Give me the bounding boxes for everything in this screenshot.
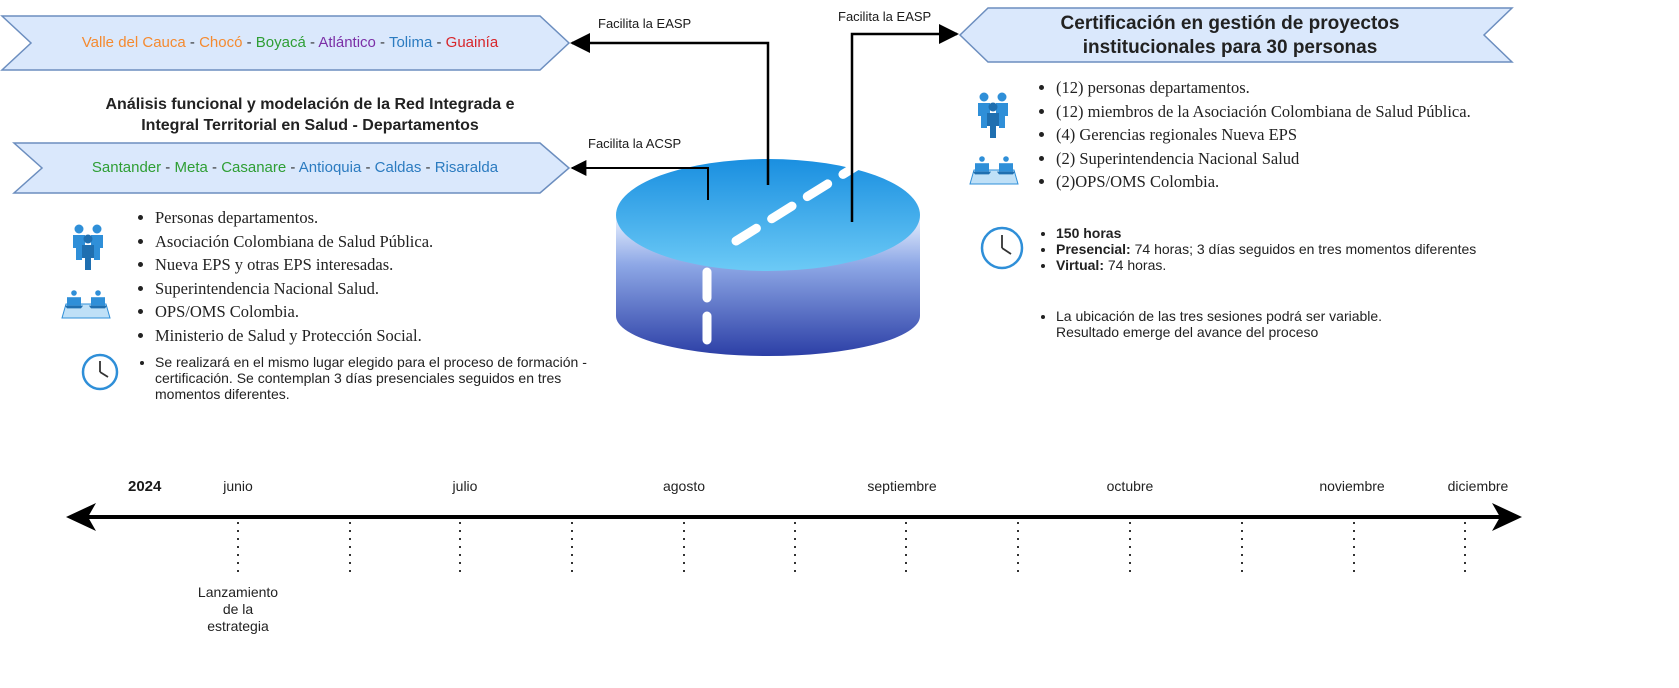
left-heading-line2: Integral Territorial en Salud - Departam… <box>141 117 479 134</box>
banner-region-label: - <box>421 159 435 176</box>
banner-region-label: Chocó <box>199 34 243 51</box>
cylinder-database-icon <box>616 159 920 356</box>
list-item: Personas departamentos. <box>155 206 433 230</box>
virtual-label: Virtual: <box>1056 257 1104 273</box>
left-banner-bottom-label: Santander - Meta - Casanare - Antioquia … <box>40 159 550 176</box>
presencial-text: 74 horas; 3 días seguidos en tres moment… <box>1130 241 1477 257</box>
left-banner-top-shape <box>0 15 571 71</box>
right-note-line2: Resultado emerge del avance del proceso <box>1056 324 1319 340</box>
list-item: Asociación Colombiana de Salud Pública. <box>155 230 433 254</box>
banner-region-label: Boyacá <box>255 34 306 51</box>
list-item: La ubicación de las tres sesiones podrá … <box>1056 308 1576 340</box>
right-participants-list: (12) personas departamentos. (12) miembr… <box>1034 76 1471 194</box>
list-item: Nueva EPS y otras EPS interesadas. <box>155 253 433 277</box>
milestone-line2: de la <box>222 601 254 617</box>
list-item: Superintendencia Nacional Salud. <box>155 277 433 301</box>
right-banner-line2: institucionales para 30 personas <box>1082 37 1378 58</box>
arrow-acsp <box>570 160 709 200</box>
banner-region-label: Meta <box>174 159 208 176</box>
right-banner-line1: Certificación en gestión de proyectos <box>1060 13 1400 34</box>
left-banner-bottom-shape <box>12 142 571 194</box>
milestone-line1: Lanzamiento <box>197 584 279 600</box>
banner-region-label: Casanare <box>221 159 287 176</box>
timeline-year: 2024 <box>128 478 162 495</box>
right-hours-list: 150 horas Presencial: 74 horas; 3 días s… <box>1034 225 1656 273</box>
banner-region-label: Risaralda <box>434 159 499 176</box>
timeline-ticks <box>237 522 1466 578</box>
banner-region-label: - <box>207 159 222 176</box>
list-item: OPS/OMS Colombia. <box>155 300 433 324</box>
banner-region-label: - <box>375 34 389 51</box>
banner-region-label: Valle del Cauca <box>81 34 186 51</box>
list-item: (2) Superintendencia Nacional Salud <box>1056 147 1471 171</box>
banner-region-label: - <box>432 34 446 51</box>
month-noviembre: noviembre <box>1319 478 1385 494</box>
banner-region-label: - <box>361 159 375 176</box>
banner-region-label: Caldas <box>374 159 422 176</box>
banner-region-label: - <box>242 34 256 51</box>
left-heading-line1: Análisis funcional y modelación de la Re… <box>105 96 515 113</box>
banner-region-label: - <box>161 159 175 176</box>
people-group-icon <box>978 92 1008 138</box>
milestone-line3: estrategia <box>207 618 269 634</box>
label-facilita-easp-right: Facilita la EASP <box>838 9 932 24</box>
arrow-easp-right <box>850 24 959 222</box>
banner-region-label: Santander <box>91 159 162 176</box>
banner-region-label: - <box>286 159 299 176</box>
banner-region-label: Atlántico <box>318 34 376 51</box>
month-septiembre: septiembre <box>867 478 937 494</box>
arrow-easp-left <box>570 33 770 185</box>
virtual-text: 74 horas. <box>1103 257 1167 273</box>
left-note: Se realizará en el mismo lugar elegido p… <box>133 354 615 402</box>
month-diciembre: diciembre <box>1447 478 1509 494</box>
left-banner-top-label: Valle del Cauca - Chocó - Boyacá - Atlán… <box>30 34 550 51</box>
right-note: La ubicación de las tres sesiones podrá … <box>1034 308 1576 340</box>
right-banner-title: Certificación en gestión de proyectos in… <box>980 12 1480 60</box>
banner-region-label: Tolima <box>388 34 433 51</box>
left-participants-list: Personas departamentos. Asociación Colom… <box>133 206 433 347</box>
presencial-label: Presencial: <box>1056 241 1131 257</box>
networked-computers-icon <box>61 290 111 319</box>
list-item: 150 horas <box>1056 225 1656 241</box>
left-heading: Análisis funcional y modelación de la Re… <box>30 94 590 136</box>
list-item: (4) Gerencias regionales Nueva EPS <box>1056 123 1471 147</box>
right-banner-shape <box>958 7 1514 63</box>
clock-icon <box>980 226 1024 270</box>
timeline-axis <box>66 503 1522 531</box>
month-junio: junio <box>223 478 253 494</box>
banner-region-label: Guainía <box>445 34 499 51</box>
networked-computers-icon <box>969 156 1019 185</box>
month-julio: julio <box>452 478 478 494</box>
list-item: Ministerio de Salud y Protección Social. <box>155 324 433 348</box>
clock-icon <box>81 353 119 391</box>
banner-region-label: - <box>185 34 200 51</box>
banner-region-label: Antioquia <box>298 159 362 176</box>
list-item: (2)OPS/OMS Colombia. <box>1056 170 1471 194</box>
banner-region-label: - <box>305 34 319 51</box>
list-item: Presencial: 74 horas; 3 días seguidos en… <box>1056 241 1656 257</box>
right-note-line1: La ubicación de las tres sesiones podrá … <box>1056 308 1383 324</box>
label-facilita-acsp: Facilita la ACSP <box>588 136 682 151</box>
month-octubre: octubre <box>1106 478 1154 494</box>
list-item: Virtual: 74 horas. <box>1056 257 1656 273</box>
label-facilita-easp-left: Facilita la EASP <box>598 16 692 31</box>
milestone-label: Lanzamiento de la estrategia <box>178 584 298 635</box>
list-item: (12) miembros de la Asociación Colombian… <box>1056 100 1471 124</box>
list-item: Se realizará en el mismo lugar elegido p… <box>155 354 615 402</box>
month-agosto: agosto <box>662 478 706 494</box>
list-item: (12) personas departamentos. <box>1056 76 1471 100</box>
hours-total: 150 horas <box>1056 225 1122 241</box>
people-group-icon <box>73 224 103 270</box>
